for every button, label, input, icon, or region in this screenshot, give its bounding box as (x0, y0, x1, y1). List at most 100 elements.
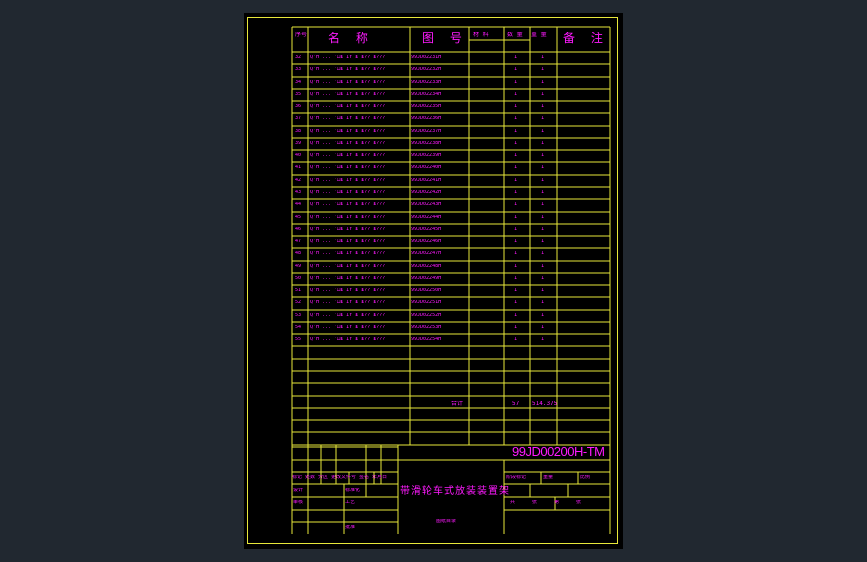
row-qty: 1 (514, 141, 518, 146)
row-name: Q'H ... 'Ĳ₤ ĬỸ ₤ ₤?? ₤??? (310, 264, 386, 269)
row-qty: 1 (514, 239, 518, 244)
row-number: 42 (295, 178, 302, 183)
design-label: 设计 (293, 488, 304, 493)
row-name: Q'H ... 'Ĳ₤ ĬỸ ₤ ₤?? ₤??? (310, 325, 386, 330)
stage-label: 阶段标记 (506, 475, 527, 480)
row-name: Q'H ... 'Ĳ₤ ĬỸ ₤ ₤?? ₤??? (310, 202, 386, 207)
drawing-title: 带滑轮车式放装装置架 (400, 486, 510, 497)
row-code: 99JD02236H (411, 116, 442, 121)
row-name: Q'H ... 'Ĳ₤ ĬỸ ₤ ₤?? ₤??? (310, 239, 386, 244)
row-number: 50 (295, 276, 302, 281)
row-number: 36 (295, 104, 302, 109)
row-number: 55 (295, 337, 302, 342)
row-name: Q'H ... 'Ĳ₤ ĬỸ ₤ ₤?? ₤??? (310, 251, 386, 256)
row-weight: 1 (541, 55, 545, 60)
row-qty: 1 (514, 190, 518, 195)
row-qty: 1 (514, 215, 518, 220)
row-qty: 1 (514, 67, 518, 72)
header-drawing-no: 图 号 (422, 32, 468, 44)
row-qty: 1 (514, 227, 518, 232)
header-seq: 序号 (295, 32, 308, 38)
row-code: 99JD02249H (411, 276, 442, 281)
row-code: 99JD02252H (411, 313, 442, 318)
total-label: 合计 (451, 401, 464, 407)
row-name: Q'H ... 'Ĳ₤ ĬỸ ₤ ₤?? ₤??? (310, 337, 386, 342)
row-code: 99JD02233H (411, 80, 442, 85)
scale-label: 比例 (580, 475, 591, 480)
row-name: Q'H ... 'Ĳ₤ ĬỸ ₤ ₤?? ₤??? (310, 129, 386, 134)
row-number: 51 (295, 288, 302, 293)
row-qty: 1 (514, 104, 518, 109)
row-weight: 1 (541, 153, 545, 158)
row-code: 99JD02247H (411, 251, 442, 256)
row-weight: 1 (541, 288, 545, 293)
row-code: 99JD02246H (411, 239, 442, 244)
row-name: Q'H ... 'Ĳ₤ ĬỸ ₤ ₤?? ₤??? (310, 227, 386, 232)
row-weight: 1 (541, 227, 545, 232)
row-weight: 1 (541, 92, 545, 97)
row-qty: 1 (514, 337, 518, 342)
row-weight: 1 (541, 141, 545, 146)
row-name: Q'H ... 'Ĳ₤ ĬỸ ₤ ₤?? ₤??? (310, 165, 386, 170)
header-remark: 备 注 (563, 32, 609, 44)
row-weight: 1 (541, 104, 545, 109)
row-code: 99JD02242H (411, 190, 442, 195)
total-weight: 514.375 (532, 401, 558, 407)
header-name: 名 称 (328, 32, 374, 44)
row-weight: 1 (541, 178, 545, 183)
row-name: Q'H ... 'Ĳ₤ ĬỸ ₤ ₤?? ₤??? (310, 276, 386, 281)
row-code: 99JD02235H (411, 104, 442, 109)
row-number: 43 (295, 190, 302, 195)
row-code: 99JD02232H (411, 67, 442, 72)
row-name: Q'H ... 'Ĳ₤ ĬỸ ₤ ₤?? ₤??? (310, 178, 386, 183)
weight-label: 重量 (543, 475, 554, 480)
row-code: 99JD02243H (411, 202, 442, 207)
row-number: 38 (295, 129, 302, 134)
row-number: 53 (295, 313, 302, 318)
check-label: 审核 (293, 500, 304, 505)
row-qty: 1 (514, 313, 518, 318)
row-weight: 1 (541, 202, 545, 207)
row-number: 37 (295, 116, 302, 121)
catalog-label: 图纸目录 (436, 519, 457, 524)
row-code: 99JD02239H (411, 153, 442, 158)
row-code: 99JD02234H (411, 92, 442, 97)
row-weight: 1 (541, 190, 545, 195)
drawing-code: 99JD00200H-TM (512, 444, 605, 459)
process-label: 工艺 (345, 500, 356, 505)
row-code: 99JD02240H (411, 165, 442, 170)
row-name: Q'H ... 'Ĳ₤ ĬỸ ₤ ₤?? ₤??? (310, 300, 386, 305)
row-qty: 1 (514, 325, 518, 330)
row-code: 99JD02237H (411, 129, 442, 134)
row-number: 48 (295, 251, 302, 256)
row-name: Q'H ... 'Ĳ₤ ĬỸ ₤ ₤?? ₤??? (310, 92, 386, 97)
row-name: Q'H ... 'Ĳ₤ ĬỸ ₤ ₤?? ₤??? (310, 288, 386, 293)
row-name: Q'H ... 'Ĳ₤ ĬỸ ₤ ₤?? ₤??? (310, 80, 386, 85)
row-number: 35 (295, 92, 302, 97)
row-number: 47 (295, 239, 302, 244)
standard-label: 标准化 (345, 488, 361, 493)
row-code: 99JD02254H (411, 337, 442, 342)
row-code: 99JD02238H (411, 141, 442, 146)
row-code: 99JD02250H (411, 288, 442, 293)
row-qty: 1 (514, 288, 518, 293)
header-material: 材 料 (473, 32, 489, 38)
row-code: 99JD02245H (411, 227, 442, 232)
row-qty: 1 (514, 92, 518, 97)
header-qty: 数 量 (507, 32, 523, 38)
row-code: 99JD02231H (411, 55, 442, 60)
row-number: 40 (295, 153, 302, 158)
row-name: Q'H ... 'Ĳ₤ ĬỸ ₤ ₤?? ₤??? (310, 55, 386, 60)
row-name: Q'H ... 'Ĳ₤ ĬỸ ₤ ₤?? ₤??? (310, 313, 386, 318)
row-weight: 1 (541, 337, 545, 342)
row-name: Q'H ... 'Ĳ₤ ĬỸ ₤ ₤?? ₤??? (310, 153, 386, 158)
row-weight: 1 (541, 300, 545, 305)
row-qty: 1 (514, 116, 518, 121)
row-name: Q'H ... 'Ĳ₤ ĬỸ ₤ ₤?? ₤??? (310, 104, 386, 109)
row-name: Q'H ... 'Ĳ₤ ĬỸ ₤ ₤?? ₤??? (310, 190, 386, 195)
row-number: 39 (295, 141, 302, 146)
row-number: 45 (295, 215, 302, 220)
row-number: 52 (295, 300, 302, 305)
row-number: 34 (295, 80, 302, 85)
